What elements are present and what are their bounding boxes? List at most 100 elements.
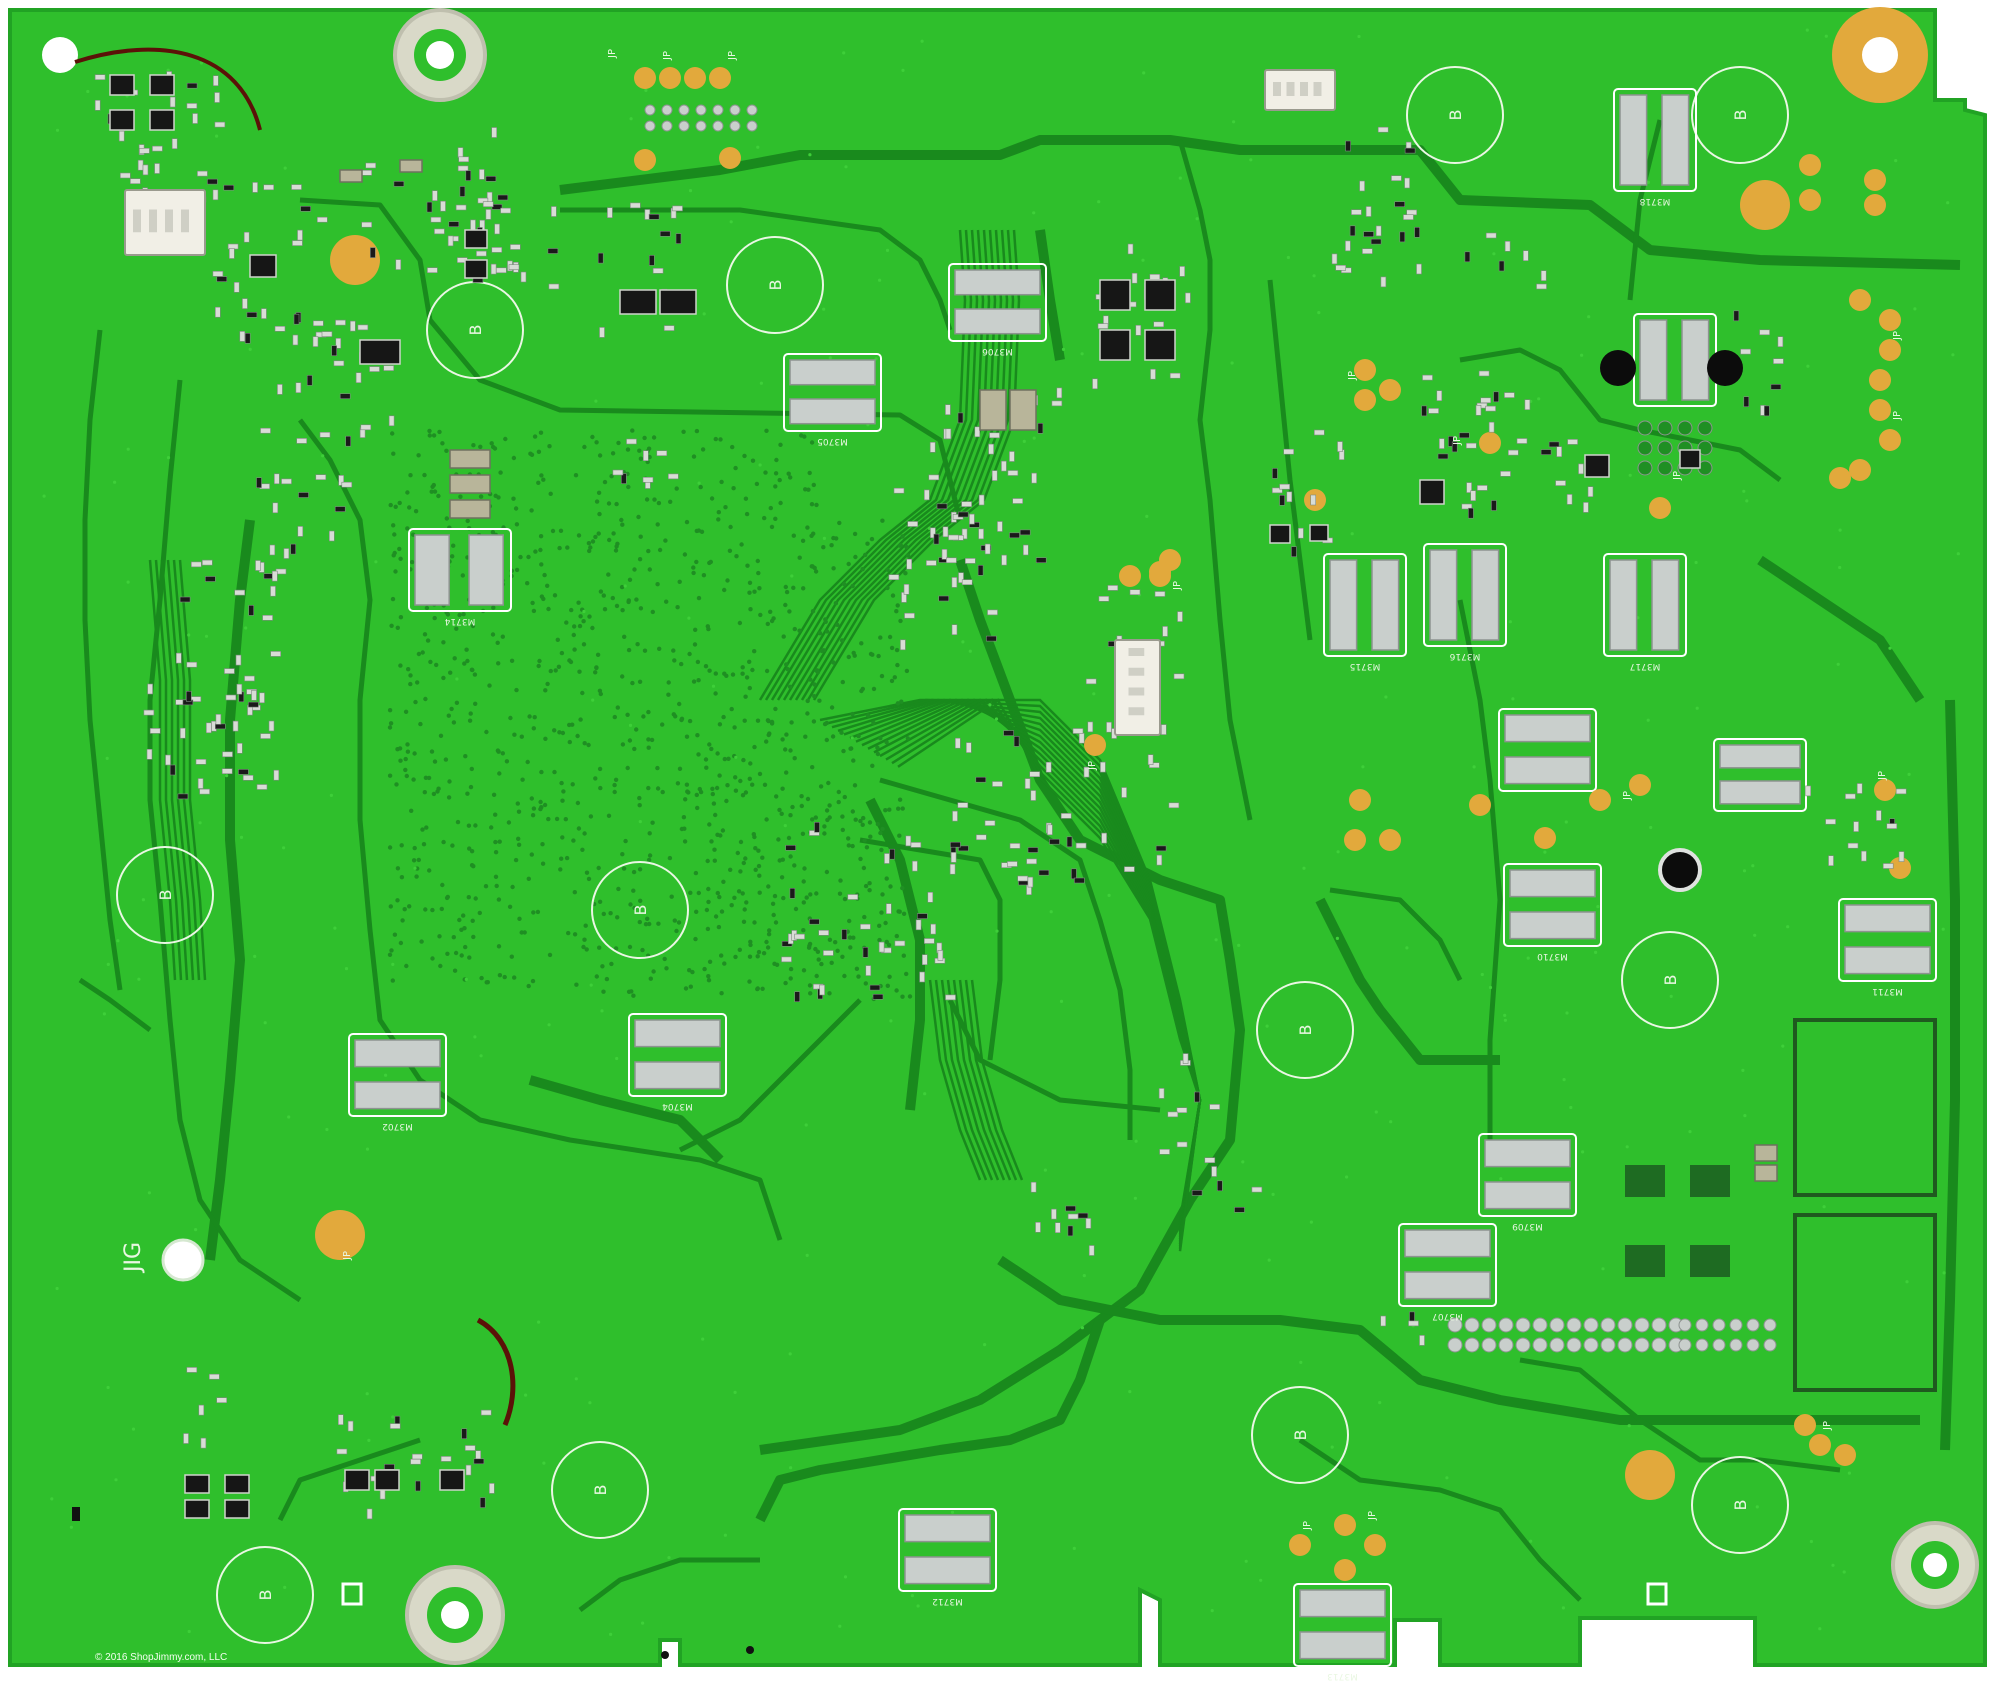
via (853, 817, 858, 822)
via (637, 867, 643, 872)
via (194, 1228, 198, 1232)
via (606, 572, 611, 577)
via (657, 646, 662, 651)
via (961, 640, 965, 644)
via (730, 672, 736, 677)
via (540, 861, 546, 866)
via (676, 920, 682, 925)
via (717, 894, 722, 900)
via (647, 567, 652, 572)
th-pad (1549, 1317, 1565, 1333)
jp-label: JP (1172, 581, 1183, 591)
via (606, 501, 612, 506)
smd-part (1436, 390, 1443, 402)
via (455, 677, 459, 681)
gold-pad (634, 149, 656, 171)
via (719, 991, 724, 996)
smd-part (648, 255, 655, 266)
circle-outline (726, 236, 824, 334)
via (718, 437, 723, 442)
smd-part (1895, 788, 1907, 795)
via (1061, 347, 1066, 351)
via (742, 907, 747, 912)
via (713, 812, 718, 818)
via (1836, 662, 1840, 666)
via (784, 589, 790, 595)
via (829, 960, 834, 965)
via (750, 458, 756, 463)
smd-part (1176, 1107, 1188, 1113)
via (531, 608, 537, 614)
gold-pad (1834, 1444, 1856, 1466)
via (741, 860, 746, 866)
smd-part (667, 473, 679, 480)
via (655, 522, 660, 527)
via (803, 487, 808, 492)
trace-path (299, 197, 963, 521)
via (702, 312, 706, 316)
smd-part (440, 200, 446, 212)
via (531, 910, 536, 915)
smd-part (910, 842, 922, 848)
via (715, 751, 720, 756)
smd-part (246, 311, 258, 318)
via (608, 911, 613, 916)
via (1080, 1326, 1084, 1330)
via (809, 440, 815, 445)
ic-chip (439, 1469, 465, 1491)
smd-part (986, 635, 997, 642)
smd-part (1578, 463, 1584, 475)
via (1942, 1271, 1946, 1275)
via (321, 454, 325, 458)
via (729, 903, 734, 908)
smd-part (154, 163, 160, 174)
via (706, 886, 711, 892)
via (784, 770, 789, 775)
via (453, 950, 459, 956)
th-pad (1763, 1318, 1777, 1332)
smd-part (1279, 494, 1285, 506)
smd-part (255, 560, 261, 571)
via (606, 813, 612, 818)
gold-pad (1469, 794, 1491, 816)
bus-trace (952, 979, 1006, 1181)
via (766, 884, 771, 889)
bus-trace (800, 229, 1009, 701)
smd-part (341, 481, 353, 488)
bus-trace (946, 979, 1000, 1181)
smd-part (1291, 546, 1297, 558)
shield-clip (1293, 1583, 1392, 1667)
th-pad (1637, 440, 1653, 456)
via (797, 628, 802, 633)
smd-part (675, 233, 682, 244)
via (786, 835, 792, 841)
smd-part (491, 127, 498, 138)
th-pad (1498, 1337, 1514, 1353)
via (1092, 692, 1096, 696)
via (885, 248, 890, 252)
via (586, 541, 592, 546)
via (729, 706, 734, 712)
via (766, 732, 771, 738)
test-square-2 (1646, 1582, 1668, 1606)
smd-part (1414, 227, 1420, 238)
smd-part (273, 769, 280, 781)
smd-part (361, 221, 373, 228)
via (744, 675, 750, 680)
smd-part (508, 264, 520, 270)
via (901, 953, 906, 958)
via (400, 918, 405, 923)
smd-part (171, 138, 178, 149)
smd-part (1466, 442, 1477, 449)
via (738, 869, 743, 874)
via (1082, 1274, 1086, 1278)
via (730, 444, 735, 450)
via (451, 543, 456, 548)
via (597, 766, 603, 772)
via (581, 642, 587, 647)
smd-part (345, 435, 352, 447)
via (565, 545, 570, 550)
via (814, 973, 819, 979)
smd-part (457, 147, 464, 158)
via (602, 607, 608, 612)
